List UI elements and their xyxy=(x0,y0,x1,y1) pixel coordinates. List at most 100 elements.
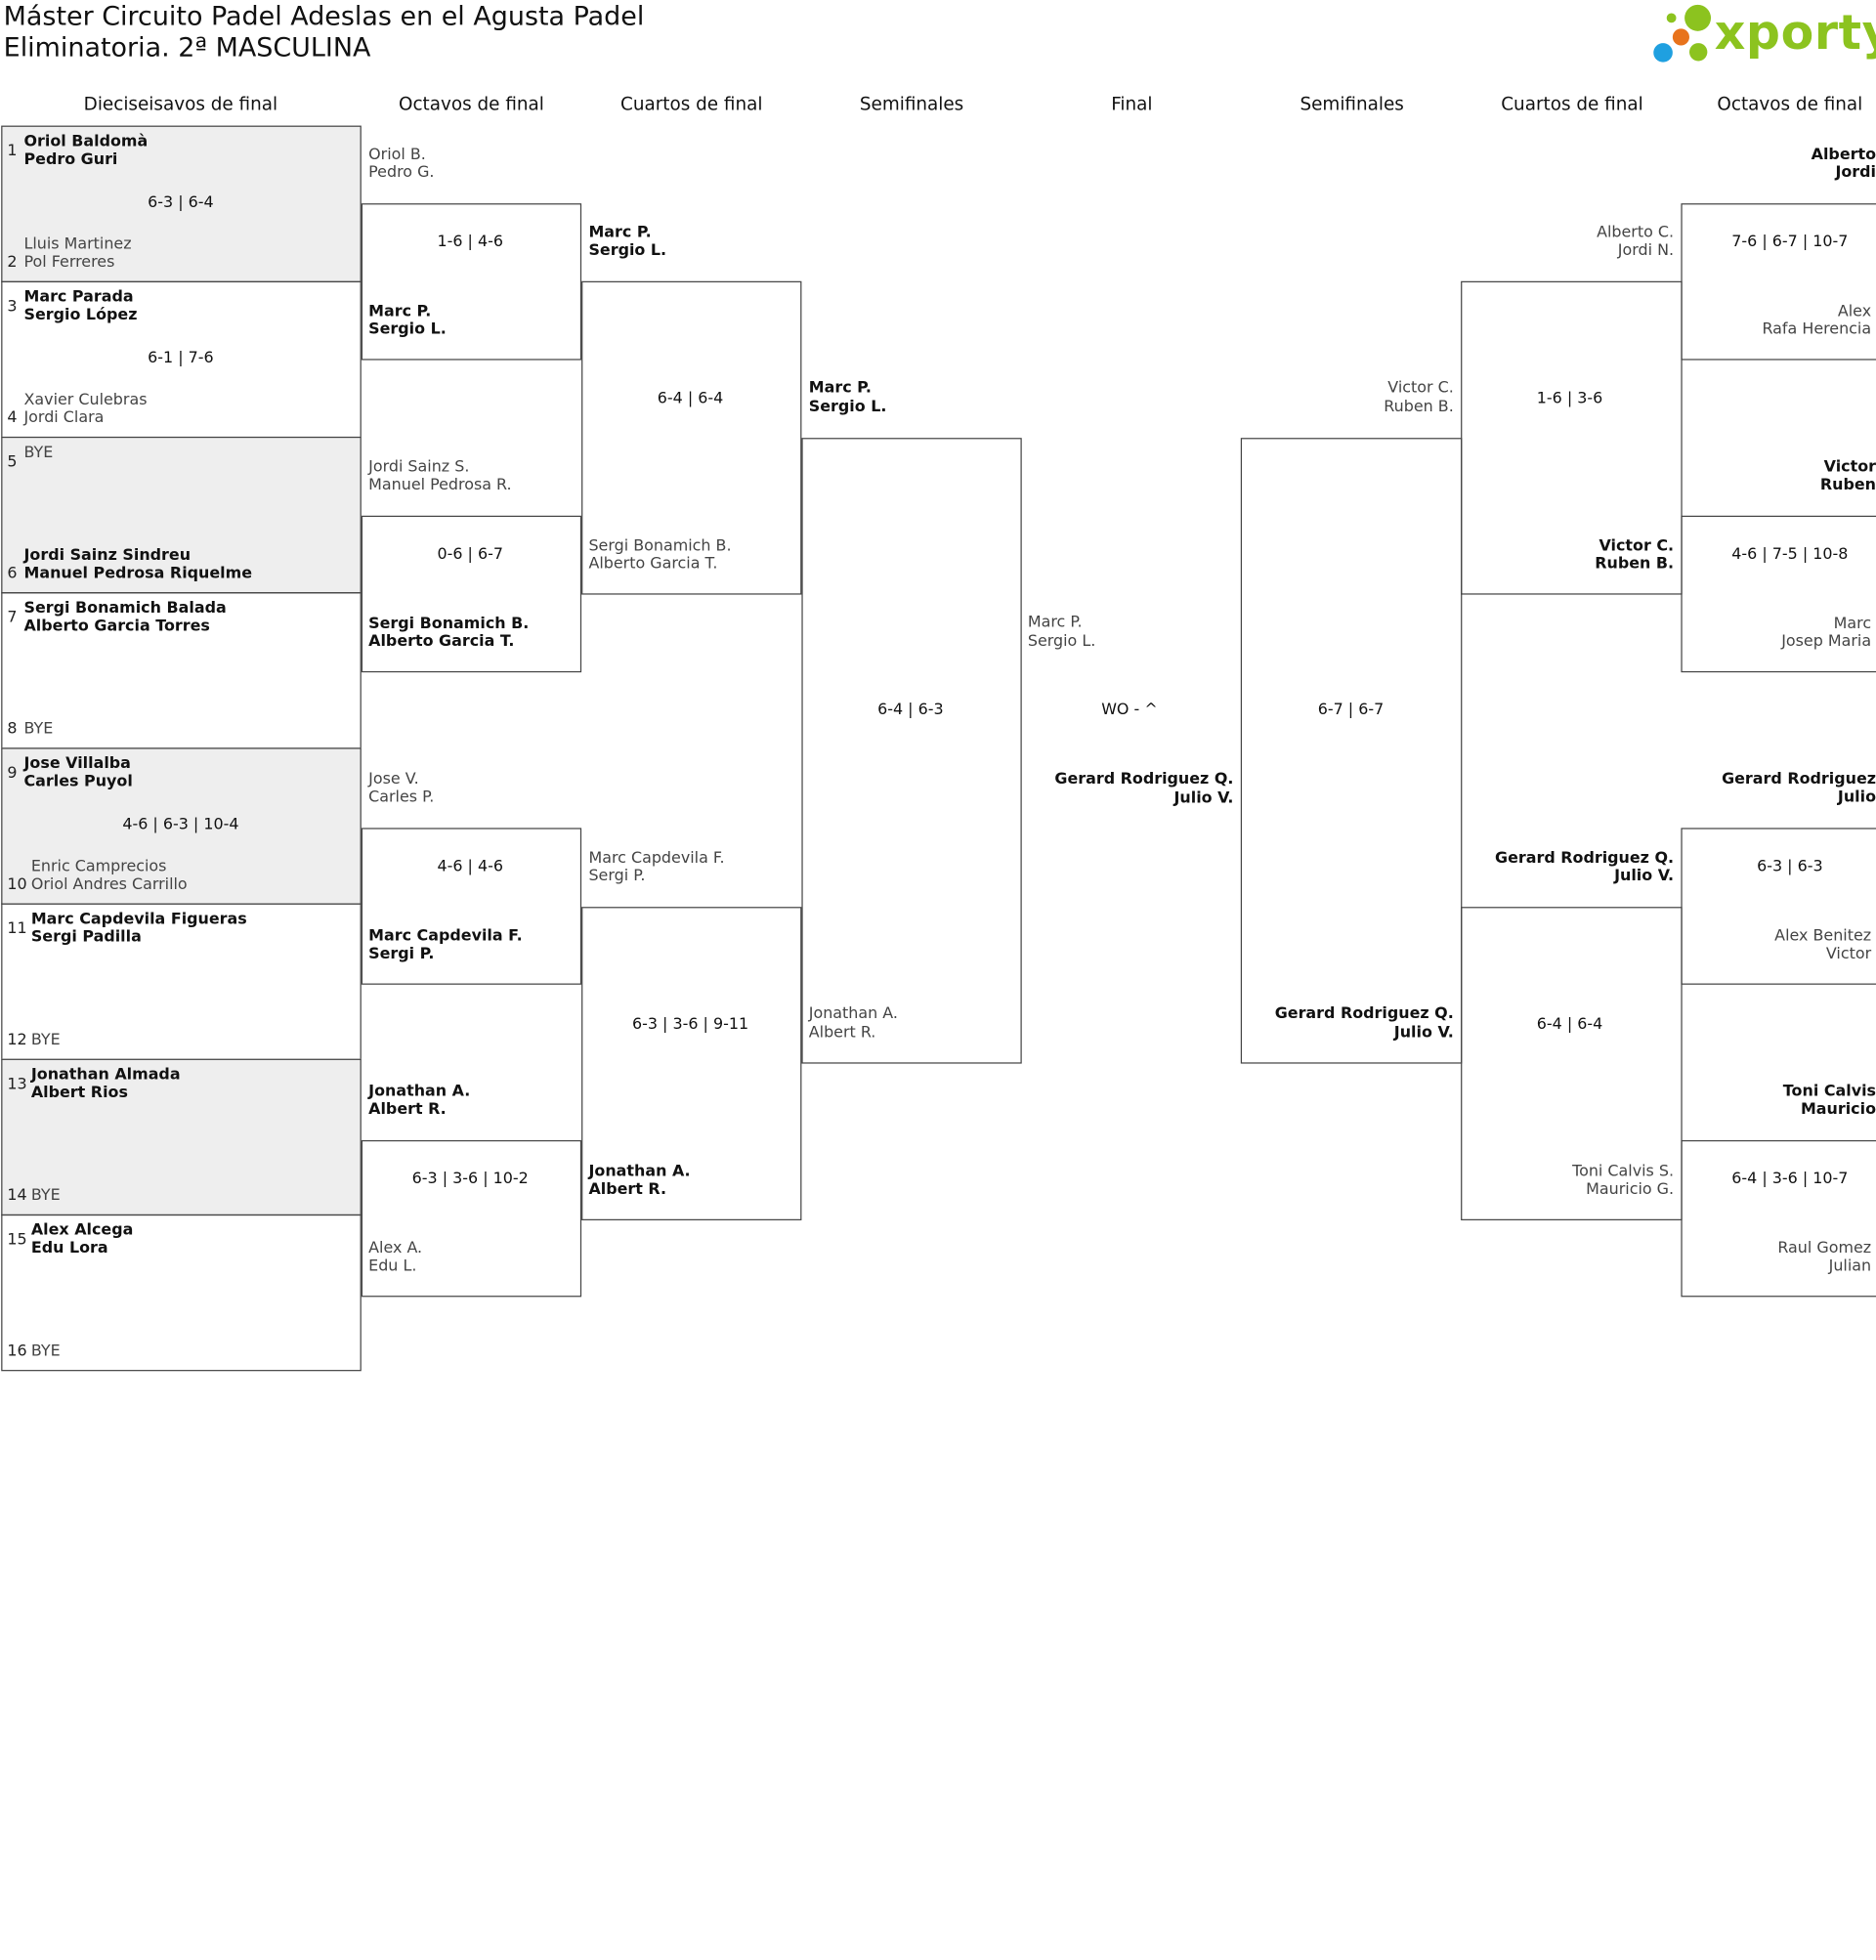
seed-number: 8 xyxy=(7,719,18,738)
right-sf-team-bottom[interactable]: Gerard Rodriguez Q.Julio V. xyxy=(1275,1005,1454,1043)
seed-number: 3 xyxy=(7,297,18,316)
left-sf-team-top[interactable]: Marc P.Sergio L. xyxy=(809,379,887,416)
final-team-top[interactable]: Marc P.Sergio L. xyxy=(1028,614,1095,651)
left-sf-match-score: 6-4 | 6-3 xyxy=(877,701,944,719)
left-r16-team-top[interactable]: Jordi Sainz S.Manuel Pedrosa R. xyxy=(368,457,511,494)
player-1: Gerard Rodriguez Q. xyxy=(1495,848,1675,868)
left-sf-match-box xyxy=(801,437,1022,1063)
page-title: Máster Circuito Padel Adeslas en el Agus… xyxy=(3,2,645,33)
left-r16-team-top[interactable]: Jose V.Carles P. xyxy=(368,770,434,807)
player-2: Albert R. xyxy=(808,1023,876,1042)
left-r16-team-bottom[interactable]: Marc Capdevila F.Sergi P. xyxy=(368,926,523,963)
seed-number: 1 xyxy=(7,142,18,160)
player-1: BYE xyxy=(30,1342,61,1360)
player-2: Albert R. xyxy=(368,1100,447,1119)
logo-wordmark: xporty xyxy=(1714,6,1876,62)
player-1: Sergi Bonamich B. xyxy=(368,614,530,633)
player-1: Marc Capdevila F. xyxy=(588,848,725,868)
header-left-semifinals: Semifinales xyxy=(859,93,964,115)
r32-match-score: 6-1 | 7-6 xyxy=(148,348,214,367)
right-r16-match-box xyxy=(1681,827,1876,985)
logo-dot-green-icon xyxy=(1684,4,1712,31)
bracket-page: Máster Circuito Padel Adeslas en el Agus… xyxy=(1,2,1876,1371)
seed-number: 9 xyxy=(7,763,18,783)
player-2: Sergio L. xyxy=(1027,632,1096,651)
player-2: Pol Ferreres xyxy=(23,253,115,272)
seed-number: 5 xyxy=(7,452,18,471)
right-sf-team-top[interactable]: Victor C.Ruben B. xyxy=(1384,379,1453,416)
left-sf-team-bottom[interactable]: Jonathan A.Albert R. xyxy=(809,1005,898,1043)
seed-number: 12 xyxy=(7,1030,27,1049)
right-qf-team-top[interactable]: Alberto C.Jordi N. xyxy=(1597,223,1674,260)
right-sf-match-box xyxy=(1240,437,1463,1063)
page-subtitle: Eliminatoria. 2ª MASCULINA xyxy=(3,33,371,64)
r32-team[interactable]: BYE xyxy=(31,1342,61,1360)
player-1: Sergi Bonamich Balada xyxy=(23,598,227,618)
final-team-bottom[interactable]: Gerard Rodriguez Q.Julio V. xyxy=(1054,771,1233,808)
right-r16-match-box xyxy=(1681,515,1876,672)
player-1: Xavier Culebras xyxy=(23,390,148,409)
left-r16-match-box xyxy=(361,515,582,672)
left-r16-team-top[interactable]: Jonathan A.Albert R. xyxy=(368,1083,470,1120)
player-2: Sergi Padilla xyxy=(30,928,142,947)
left-r16-team-top[interactable]: Oriol B.Pedro G. xyxy=(368,146,434,183)
player-2: Julio V. xyxy=(1393,1023,1454,1042)
player-2: Edu L. xyxy=(368,1257,417,1276)
player-2: Albert R. xyxy=(588,1180,667,1199)
player-2: Manuel Pedrosa Riquelme xyxy=(23,564,253,583)
player-2: Alberto Garcia T. xyxy=(368,632,515,652)
right-qf-team-bottom[interactable]: Victor C.Ruben B. xyxy=(1595,536,1674,574)
player-2: Julio V. xyxy=(1614,867,1675,886)
player-2: Julian xyxy=(1828,1257,1872,1276)
r32-match-score: 4-6 | 6-3 | 10-4 xyxy=(122,815,239,833)
r32-team[interactable]: BYE xyxy=(31,1186,61,1205)
left-r16-match-box xyxy=(361,202,582,360)
r32-team[interactable]: BYE xyxy=(23,720,53,739)
left-qf-match-score: 6-4 | 6-4 xyxy=(657,389,724,407)
r32-team[interactable]: BYE xyxy=(23,444,53,462)
left-qf-team-top[interactable]: Marc Capdevila F.Sergi P. xyxy=(588,849,724,886)
player-1: Marc Parada xyxy=(23,287,134,306)
player-2: Rafa Herencia xyxy=(1762,320,1872,339)
player-1: Toni Calvis xyxy=(1782,1082,1876,1100)
left-r16-team-bottom[interactable]: Sergi Bonamich B.Alberto Garcia T. xyxy=(368,615,529,652)
player-1: Alex Alcega xyxy=(30,1220,134,1239)
player-1: Enric Camprecios xyxy=(30,857,167,875)
left-qf-team-bottom[interactable]: Sergi Bonamich B.Alberto Garcia T. xyxy=(588,536,731,574)
left-r16-team-bottom[interactable]: Alex A.Edu L. xyxy=(368,1239,422,1276)
left-qf-team-top[interactable]: Marc P.Sergio L. xyxy=(588,223,666,260)
player-1: Alberto xyxy=(1811,145,1876,164)
player-1: Gerard Rodriguez Q. xyxy=(1274,1004,1454,1023)
player-1: Oriol B. xyxy=(368,145,426,164)
player-2: Alberto Garcia T. xyxy=(588,555,718,574)
player-2: Sergi P. xyxy=(368,945,435,963)
r32-match-score: 6-3 | 6-4 xyxy=(148,192,214,212)
left-r16-team-bottom[interactable]: Marc P.Sergio L. xyxy=(368,302,447,339)
r32-team[interactable]: BYE xyxy=(31,1031,61,1049)
seed-number: 4 xyxy=(7,408,18,427)
right-qf-team-bottom[interactable]: Toni Calvis S.Mauricio G. xyxy=(1572,1163,1674,1200)
r32-match-box xyxy=(1,124,362,282)
player-2: Carles Puyol xyxy=(23,773,133,791)
right-qf-team-top[interactable]: Gerard Rodriguez Q.Julio V. xyxy=(1495,849,1674,886)
left-qf-team-bottom[interactable]: Jonathan A.Albert R. xyxy=(588,1163,690,1200)
